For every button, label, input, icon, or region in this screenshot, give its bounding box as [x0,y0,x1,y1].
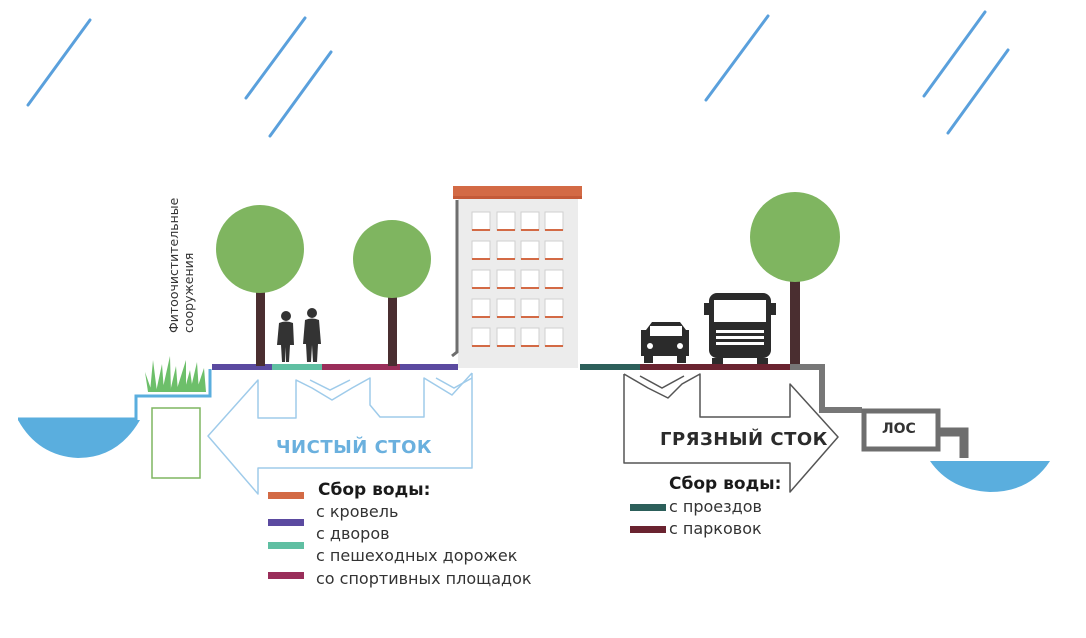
legend-item-roofs: с кровель [316,502,399,521]
window-sill [497,229,515,231]
legend-swatch-driveways [630,504,666,511]
dirty-flow-chevrons [639,375,685,389]
phytofilter-label-line2: сооружения [181,252,196,333]
window-sill [472,287,490,289]
window-sill [472,258,490,260]
legend-swatch-parking [630,526,666,533]
building-windows [471,211,564,347]
window-sill [545,258,563,260]
window-sill [521,316,539,318]
window [544,240,564,260]
window [496,298,516,318]
grass-icon [145,356,206,392]
phytofilter-label-line1: Фитоочистительные [166,197,181,333]
window [520,298,540,318]
legend-right-title: Сбор воды: [669,474,782,494]
treatment-plant-icon [861,408,941,452]
window [520,211,540,231]
outlet-pipe [940,427,969,458]
window-sill [545,316,563,318]
window-sill [497,345,515,347]
people-icon [277,308,321,362]
legend-item-sports: со спортивных площадок [316,569,532,588]
window [544,211,564,231]
clean-flow-label: ЧИСТЫЙ СТОК [276,437,433,458]
window-sill [545,345,563,347]
legend-item-driveways: с проездов [669,497,762,516]
window [544,298,564,318]
tree-icon [216,205,304,366]
tree-icon [750,192,840,366]
window [471,327,491,347]
dirty-flow-arrow [623,373,839,493]
window [471,269,491,289]
window [496,211,516,231]
rain-icon [26,10,1010,138]
biofilter-box [151,407,201,479]
window [496,269,516,289]
window [496,327,516,347]
window-sill [472,229,490,231]
window-sill [545,287,563,289]
ground-line-right [790,364,862,413]
window-sill [497,287,515,289]
window-sill [545,229,563,231]
window-sill [521,287,539,289]
dirty-flow-label: ГРЯЗНЫЙ СТОК [660,429,828,450]
water-body-icon [18,420,140,458]
clean-flow-chevrons [309,377,473,391]
car-icon [641,322,689,363]
legend-item-yards: с дворов [316,524,390,543]
treatment-plant-label: ЛОС [882,421,916,437]
legend-item-paths: с пешеходных дорожек [316,546,518,565]
window-sill [521,229,539,231]
legend-swatch-yards [268,519,304,526]
window [520,269,540,289]
window [520,327,540,347]
phytofilter-label: Фитоочистительные сооружения [166,198,196,333]
window-sill [497,316,515,318]
window [471,240,491,260]
ground-line-left [18,369,212,421]
window-sill [521,258,539,260]
window-sill [497,258,515,260]
window [544,327,564,347]
legend-left-title: Сбор воды: [318,480,431,500]
window [471,211,491,231]
legend-swatch-paths [268,542,304,549]
window [520,240,540,260]
legend-swatch-sports [268,572,304,579]
tree-icon [353,220,431,366]
clean-flow-arrow [207,372,473,495]
water-body-icon [930,461,1050,492]
legend-swatch-roofs [268,492,304,499]
window-sill [472,316,490,318]
legend-item-parking: с парковок [669,519,762,538]
window [496,240,516,260]
window [471,298,491,318]
window-sill [472,345,490,347]
window-sill [521,345,539,347]
window [544,269,564,289]
truck-icon [704,293,776,364]
